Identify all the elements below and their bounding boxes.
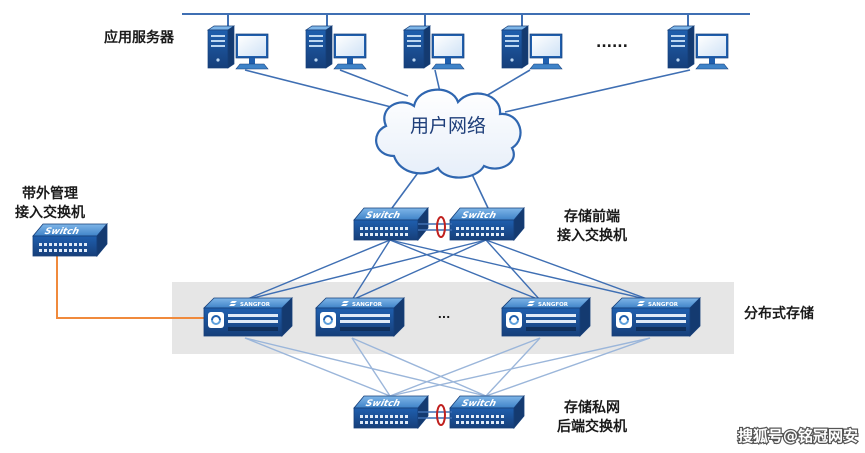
- oob-switch-label-line2: 接入交换机: [15, 204, 85, 221]
- front-switch-label-line1: 存储前端: [564, 208, 620, 225]
- oob-switch: [32, 223, 108, 257]
- app-server-3: [403, 25, 465, 70]
- app-server-4: [501, 25, 563, 70]
- storage-node-1: [203, 297, 293, 337]
- back-switch-label-line1: 存储私网: [564, 399, 620, 416]
- watermark: 搜狐号@铭冠网安: [738, 427, 858, 445]
- cloud-to-front-switch-links: [391, 169, 489, 209]
- front-switch-label-line2: 接入交换机: [557, 227, 627, 244]
- servers-ellipsis: ......: [596, 35, 628, 51]
- back-switch-left: [353, 395, 429, 429]
- app-server-5: [667, 25, 729, 70]
- app-servers-label: 应用服务器: [104, 29, 175, 46]
- app-server-2: [305, 25, 367, 70]
- front-switch-left: [353, 207, 429, 241]
- oob-management-link: [56, 256, 204, 319]
- oob-switch-label-line1: 带外管理: [22, 185, 78, 202]
- front-switch-right: [449, 207, 525, 241]
- storage-to-back-switch-links: [244, 337, 651, 397]
- back-switch-label-line2: 后端交换机: [557, 418, 627, 435]
- back-stack-link: [418, 404, 452, 426]
- user-network-label: 用户网络: [410, 115, 486, 137]
- distributed-storage-label: 分布式存储: [744, 305, 814, 322]
- back-switch-right: [449, 395, 525, 429]
- storage-node-4: [611, 297, 701, 337]
- server-drop-lines: [227, 14, 689, 26]
- front-stack-link: [418, 216, 452, 238]
- storage-ellipsis: ...: [438, 308, 451, 321]
- storage-node-3: [501, 297, 591, 337]
- storage-node-2: [315, 297, 405, 337]
- front-switch-to-storage-links: [244, 239, 651, 301]
- server-to-cloud-links: [244, 69, 691, 113]
- app-server-1: [207, 25, 269, 70]
